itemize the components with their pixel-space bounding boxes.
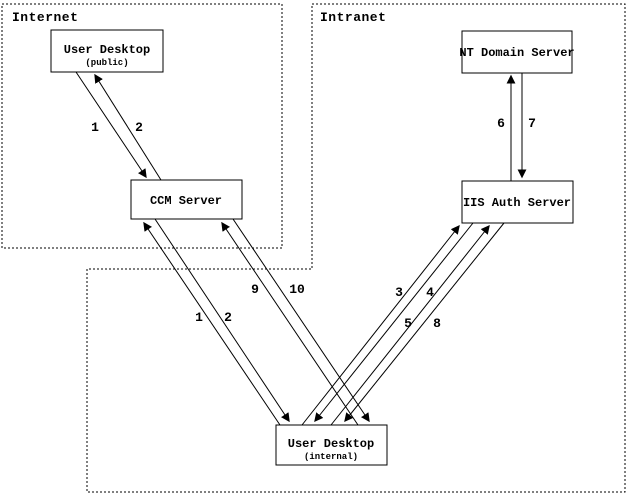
user-desktop-internal-title: User Desktop (288, 437, 374, 451)
edge-10-ccm-to-internal (232, 218, 370, 423)
internet-zone-border (1, 3, 283, 249)
edge-2-ccm-to-internal (154, 218, 290, 423)
edge-label-6: 6 (497, 116, 505, 131)
edge-label-9: 9 (251, 282, 259, 297)
user-desktop-public-box (50, 29, 164, 73)
edge-label-2-low: 2 (224, 310, 232, 325)
edge-1-internal-to-ccm (143, 221, 281, 426)
edge-label-8: 8 (433, 316, 441, 331)
intranet-zone-label: Intranet (320, 10, 386, 25)
edge-label-2-top: 2 (135, 120, 143, 135)
edge-1-public-to-ccm (75, 71, 147, 179)
user-desktop-public-subtitle: (public) (85, 58, 128, 68)
nt-domain-server-box (461, 30, 573, 74)
edge-9-internal-to-ccm (221, 221, 359, 426)
user-desktop-internal-subtitle: (internal) (304, 452, 358, 462)
edge-label-4: 4 (426, 285, 434, 300)
nt-domain-server-title: NT Domain Server (459, 46, 574, 60)
ccm-server-box (130, 179, 243, 220)
edge-4-iis-to-internal (314, 222, 474, 423)
iis-auth-server-title: IIS Auth Server (463, 196, 571, 210)
ccm-server-title: CCM Server (150, 194, 222, 208)
edge-label-10: 10 (289, 282, 305, 297)
intranet-zone-border (86, 3, 626, 493)
edge-2-ccm-to-public (94, 73, 162, 181)
node-ccm-server: CCM Server (130, 179, 243, 220)
node-iis-auth-server: IIS Auth Server (461, 180, 574, 224)
edge-label-7: 7 (528, 116, 536, 131)
iis-auth-server-box (461, 180, 574, 224)
user-desktop-public-title: User Desktop (64, 43, 150, 57)
edge-label-1-low: 1 (195, 310, 203, 325)
edge-3-internal-to-iis (301, 224, 460, 426)
node-user-desktop-internal: User Desktop (internal) (275, 424, 388, 466)
internet-zone-label: Internet (12, 10, 78, 25)
user-desktop-internal-box (275, 424, 388, 466)
edge-8-iis-to-internal (344, 222, 505, 423)
edge-label-3: 3 (395, 285, 403, 300)
node-user-desktop-public: User Desktop (public) (50, 29, 164, 73)
edge-5-internal-to-iis (330, 224, 490, 426)
edge-label-5: 5 (404, 316, 412, 331)
node-nt-domain-server: NT Domain Server (459, 30, 575, 74)
edge-label-1-top: 1 (91, 120, 99, 135)
